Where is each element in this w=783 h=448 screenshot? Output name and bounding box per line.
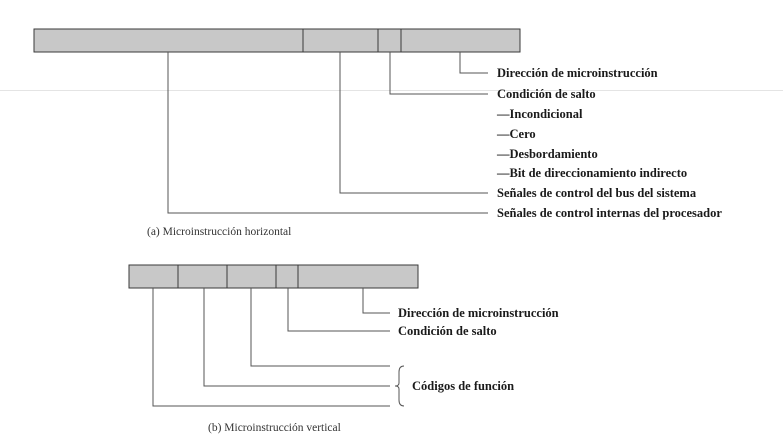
field-jump-condition xyxy=(377,28,402,53)
field-function-code-2 xyxy=(177,264,228,289)
label-function-codes: Códigos de función xyxy=(412,379,515,393)
field-function-code-1 xyxy=(128,264,179,289)
vertical-microinstruction-word xyxy=(128,264,419,289)
field-system-bus-control xyxy=(302,28,379,53)
connector-function-code-3 xyxy=(250,288,390,367)
function-codes-brace xyxy=(394,365,405,407)
label-cond-zero: —Cero xyxy=(497,127,536,141)
label-internal-cpu-signals: Señales de control internas del procesad… xyxy=(497,206,722,220)
connector-function-code-2 xyxy=(203,288,390,387)
connector-system-bus xyxy=(339,52,488,194)
label-cond-overflow: —Desbordamiento xyxy=(497,147,598,161)
caption-horizontal: (a) Microinstrucción horizontal xyxy=(147,226,292,238)
connector-function-code-1 xyxy=(152,288,390,407)
horizontal-connectors xyxy=(167,52,488,214)
field-jump-condition-v xyxy=(275,264,299,289)
connector-next-address-v xyxy=(362,288,390,314)
field-next-address-v xyxy=(297,264,419,289)
field-function-code-3 xyxy=(226,264,277,289)
connector-next-address xyxy=(459,52,488,74)
label-cond-indirect-bit: —Bit de direccionamiento indirecto xyxy=(497,166,688,180)
connector-internal-cpu xyxy=(167,52,488,214)
field-internal-cpu-control xyxy=(33,28,304,53)
label-next-address-v: Dirección de microinstrucción xyxy=(398,306,559,320)
caption-vertical: (b) Microinstrucción vertical xyxy=(208,422,341,434)
label-jump-condition: Condición de salto xyxy=(497,87,596,101)
label-next-address: Dirección de microinstrucción xyxy=(497,66,658,80)
label-system-bus-signals: Señales de control del bus del sistema xyxy=(497,186,697,200)
scan-artifact-line xyxy=(0,90,783,91)
label-jump-condition-v: Condición de salto xyxy=(398,324,497,338)
connector-jump-condition xyxy=(389,52,488,95)
connector-jump-condition-v xyxy=(287,288,390,332)
horizontal-microinstruction-word xyxy=(33,28,521,53)
label-cond-unconditional: —Incondicional xyxy=(497,107,583,121)
field-next-address xyxy=(400,28,521,53)
vertical-connectors xyxy=(152,288,405,407)
